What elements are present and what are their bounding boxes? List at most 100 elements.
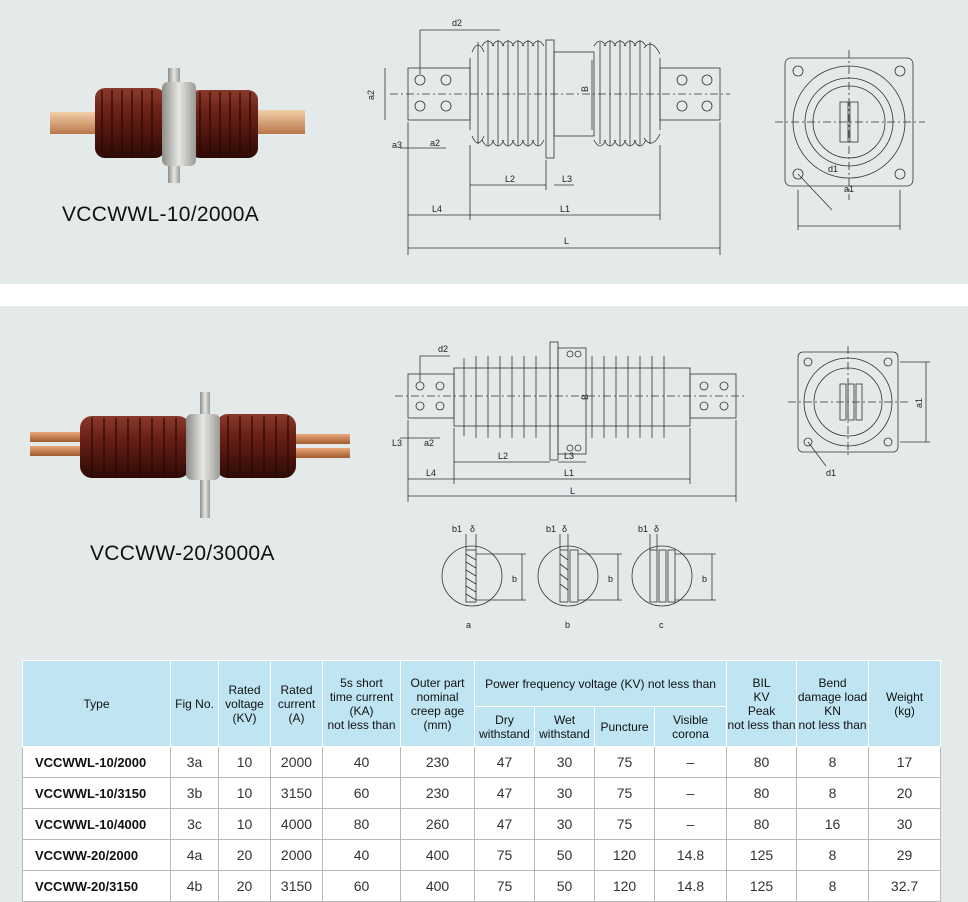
table-cell: 60 — [322, 870, 401, 902]
table-cell: 75 — [594, 777, 655, 809]
table-cell: 75 — [594, 746, 655, 778]
label-a2: a2 — [430, 138, 440, 148]
table-cell: 30 — [534, 746, 595, 778]
type-cell: VCCWW-20/2000 — [22, 839, 171, 871]
specifications-table: Type Fig No. Rated voltage (KV) Rated cu… — [22, 660, 942, 902]
dimension-drawing-2: d2 B L3 a2 L2 L3 L4 L1 L — [392, 341, 745, 502]
table-cell: 260 — [400, 808, 475, 840]
table-cell: 75 — [594, 808, 655, 840]
label-L-2: L — [570, 486, 575, 496]
table-cell: 8 — [796, 870, 870, 902]
section-a-name: a — [466, 620, 471, 630]
dimension-drawing-1: d2 a2 B a3 a2 L2 L3 L4 L1 L — [366, 18, 730, 255]
header-short-time: 5s short time current (KA) not less than — [322, 660, 401, 747]
bushing-photo-2 — [30, 392, 350, 518]
header-wet: Wet withstand — [534, 706, 595, 747]
label-a2-side: a2 — [366, 90, 376, 100]
section-view-b: b1 δ b b — [537, 524, 622, 630]
table-cell: 14.8 — [653, 870, 728, 902]
table-cell: 8 — [796, 777, 870, 809]
header-power-freq: Power frequency voltage (KV) not less th… — [473, 660, 728, 707]
table-cell: 29 — [868, 839, 942, 871]
table-cell: 400 — [400, 839, 475, 871]
table-cell: 230 — [400, 746, 475, 778]
label-B-2: B — [580, 394, 590, 400]
header-bil: BIL KV Peak not less than — [726, 660, 798, 747]
table-cell: 80 — [726, 808, 798, 840]
table-cell: 4000 — [270, 808, 323, 840]
table-cell: 80 — [726, 746, 798, 778]
table-cell: 60 — [322, 777, 401, 809]
label-L4-2: L4 — [426, 468, 436, 478]
table-cell: 40 — [322, 746, 401, 778]
product-caption-1: VCCWWL-10/2000A — [62, 203, 260, 226]
label-a1-2: a1 — [914, 398, 924, 408]
table-cell: 47 — [474, 777, 535, 809]
table-cell: 20 — [868, 777, 942, 809]
table-cell: 2000 — [270, 839, 323, 871]
product-panel-1: VCCWWL-10/2000A d2 a2 B — [0, 0, 968, 284]
table-cell: 20 — [218, 870, 271, 902]
type-cell: VCCWWL-10/2000 — [22, 746, 171, 778]
table-cell: 10 — [218, 808, 271, 840]
table-cell: 125 — [726, 870, 798, 902]
label-L3-left: L3 — [392, 438, 402, 448]
section-view-a: b1 δ b a — [441, 524, 526, 630]
type-cell: VCCWW-20/3150 — [22, 870, 171, 902]
section-b-delta: δ — [562, 524, 567, 534]
section-c-delta: δ — [654, 524, 659, 534]
section-c-b: b — [702, 574, 707, 584]
table-cell: 3150 — [270, 870, 323, 902]
label-L3: L3 — [562, 174, 572, 184]
table-cell: – — [653, 808, 728, 840]
table-cell: 16 — [796, 808, 870, 840]
table-cell: 47 — [474, 746, 535, 778]
table-cell: 4a — [170, 839, 219, 871]
header-corona: Visible corona — [653, 706, 728, 747]
table-cell: 20 — [218, 839, 271, 871]
label-L1: L1 — [560, 204, 570, 214]
header-voltage: Rated voltage (KV) — [218, 660, 271, 747]
header-current: Rated current (A) — [270, 660, 323, 747]
table-cell: 3150 — [270, 777, 323, 809]
label-L3-2: L3 — [564, 451, 574, 461]
table-cell: 125 — [726, 839, 798, 871]
label-L4: L4 — [432, 204, 442, 214]
header-fig: Fig No. — [170, 660, 219, 747]
table-cell: 8 — [796, 839, 870, 871]
table-cell: 32.7 — [868, 870, 942, 902]
table-cell: 3b — [170, 777, 219, 809]
end-view-2: a1 d1 — [788, 346, 930, 478]
table-cell: 120 — [594, 839, 655, 871]
label-L2: L2 — [505, 174, 515, 184]
label-L2-2: L2 — [498, 451, 508, 461]
type-cell: VCCWWL-10/3150 — [22, 777, 171, 809]
bushing-photo-1 — [50, 68, 305, 183]
section-b-b1: b1 — [546, 524, 556, 534]
table-cell: 75 — [474, 870, 535, 902]
table-cell: 8 — [796, 746, 870, 778]
table-cell: 80 — [726, 777, 798, 809]
table-cell: 4b — [170, 870, 219, 902]
end-view-1: d1 a1 — [775, 50, 925, 230]
table-cell: 120 — [594, 870, 655, 902]
label-d1-2: d1 — [826, 468, 836, 478]
section-view-c: b1 δ b c — [631, 524, 716, 630]
table-cell: 230 — [400, 777, 475, 809]
header-type: Type — [22, 660, 171, 747]
section-a-b: b — [512, 574, 517, 584]
label-B: B — [580, 86, 590, 92]
header-puncture: Puncture — [594, 706, 655, 747]
table-cell: 75 — [474, 839, 535, 871]
table-cell: 80 — [322, 808, 401, 840]
label-L: L — [564, 236, 569, 246]
label-a1: a1 — [844, 184, 854, 194]
table-cell: – — [653, 746, 728, 778]
table-cell: 47 — [474, 808, 535, 840]
